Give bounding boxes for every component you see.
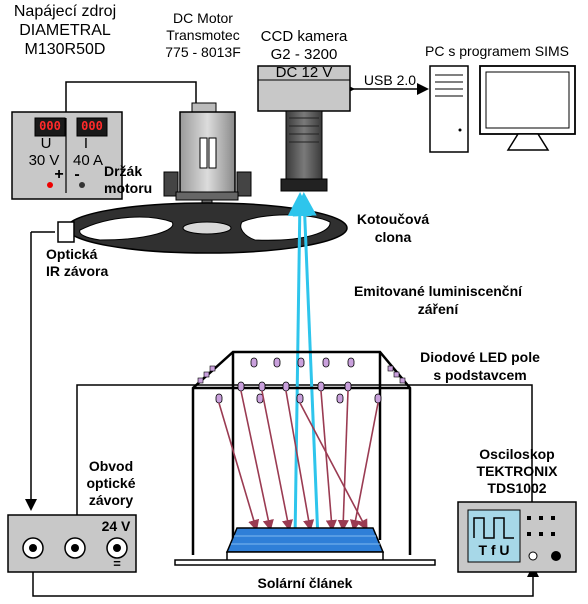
motor-holder-line2: motoru — [104, 180, 153, 196]
ir-gate-line2: IR závora — [46, 263, 109, 279]
psu-current-value: 40 A — [72, 152, 104, 169]
scope-title: Osciloskop TEKTRONIX TDS1002 — [456, 446, 578, 497]
led — [282, 381, 290, 392]
emission-label-line1: Emitované luminiscenční — [353, 283, 523, 299]
led-label-line2: s podstavcem — [433, 367, 527, 383]
motor-title-line1: DC Motor — [173, 10, 233, 26]
camera-dc-label: DC 12 V — [275, 64, 333, 81]
pc — [429, 65, 576, 153]
psu-title: Napájecí zdroj DIAMETRAL M130R50D — [0, 2, 130, 59]
led-beam — [240, 390, 274, 532]
solar-label: Solární článek — [257, 575, 353, 591]
motor-title-line2: Transmotec — [166, 27, 240, 43]
chopper-disc — [57, 202, 348, 254]
motor-title-line3: 775 - 8013F — [165, 44, 241, 60]
ccd-camera — [257, 65, 351, 192]
circuit-title-line3: závory — [88, 492, 134, 508]
psu-title-line1: Napájecí zdroj — [13, 3, 117, 20]
led — [393, 371, 400, 378]
led — [250, 357, 258, 368]
psu-display-voltage: 000 — [39, 119, 61, 133]
ir-gate-label: Optická IR závora — [46, 246, 110, 280]
led-beams — [218, 390, 379, 532]
luminescence-beams — [287, 192, 320, 541]
led — [215, 393, 223, 404]
power-supply — [11, 111, 123, 200]
led — [203, 371, 210, 378]
psu-plus: + — [54, 166, 64, 183]
led-beam — [337, 390, 349, 532]
scope-title-line3: TDS1002 — [487, 480, 547, 496]
led — [273, 357, 281, 368]
psu-label-i: I — [83, 135, 89, 152]
led-frame — [191, 350, 412, 555]
pc-label: PC s programem SIMS — [425, 43, 569, 59]
scope-screen-text: T f U — [478, 542, 510, 558]
ir-gate-line1: Optická — [46, 246, 98, 262]
psu-title-line3: M130R50D — [24, 41, 106, 58]
led — [374, 393, 382, 404]
led — [297, 357, 305, 368]
emission-label-line2: záření — [417, 301, 459, 317]
oscilloscope — [457, 501, 577, 573]
motor-title: DC Motor Transmotec 775 - 8013F — [148, 10, 258, 61]
led-label-line1: Diodové LED pole — [420, 349, 540, 365]
disc-label: Kotoučová clona — [348, 210, 438, 246]
led — [197, 377, 204, 384]
gate-circuit — [7, 514, 137, 573]
circuit-voltage: 24 V — [101, 518, 131, 534]
camera-title: CCD kamera G2 - 3200 — [248, 28, 360, 64]
disc-label-line2: clona — [374, 229, 412, 245]
circuit-dc-symbol: = — [113, 556, 121, 571]
emission-label: Emitované luminiscenční záření — [338, 282, 538, 318]
psu-display-current: 000 — [81, 119, 103, 133]
circuit-title-line1: Obvod — [88, 458, 134, 474]
led-beam — [320, 390, 337, 532]
solar-panel — [174, 527, 436, 566]
led-beam — [350, 402, 379, 532]
led-beam — [299, 402, 368, 531]
led — [209, 365, 216, 372]
circuit-title: Obvod optické závory — [78, 458, 144, 509]
camera-title-line2: G2 - 3200 — [270, 46, 338, 63]
led — [296, 393, 304, 404]
led-beam — [285, 390, 315, 532]
led — [258, 381, 266, 392]
usb-label: USB 2.0 — [363, 72, 417, 88]
psu-minus: - — [74, 166, 80, 183]
led-label: Diodové LED pole s podstavcem — [405, 348, 555, 384]
led-beam — [218, 402, 260, 532]
scope-title-line1: Osciloskop — [479, 446, 555, 462]
psu-label-u: U — [40, 135, 52, 152]
led — [399, 377, 406, 384]
led — [387, 365, 394, 372]
led-array — [197, 357, 406, 404]
led — [317, 381, 325, 392]
dc-motor — [163, 102, 252, 219]
led — [347, 357, 355, 368]
led — [237, 381, 245, 392]
led — [336, 393, 344, 404]
psu-title-line2: DIAMETRAL — [19, 22, 111, 39]
led — [344, 381, 352, 392]
disc-label-line1: Kotoučová — [356, 211, 430, 227]
led — [322, 357, 330, 368]
motor-holder-line1: Držák — [104, 163, 143, 179]
motor-holder-label: Držák motoru — [104, 163, 164, 197]
psu-voltage-value: 30 V — [28, 152, 60, 169]
led-beam — [261, 390, 293, 532]
wiring — [25, 81, 539, 597]
scope-title-line2: TEKTRONIX — [476, 463, 558, 479]
circuit-title-line2: optické — [86, 475, 136, 491]
camera-title-line1: CCD kamera — [260, 28, 348, 45]
